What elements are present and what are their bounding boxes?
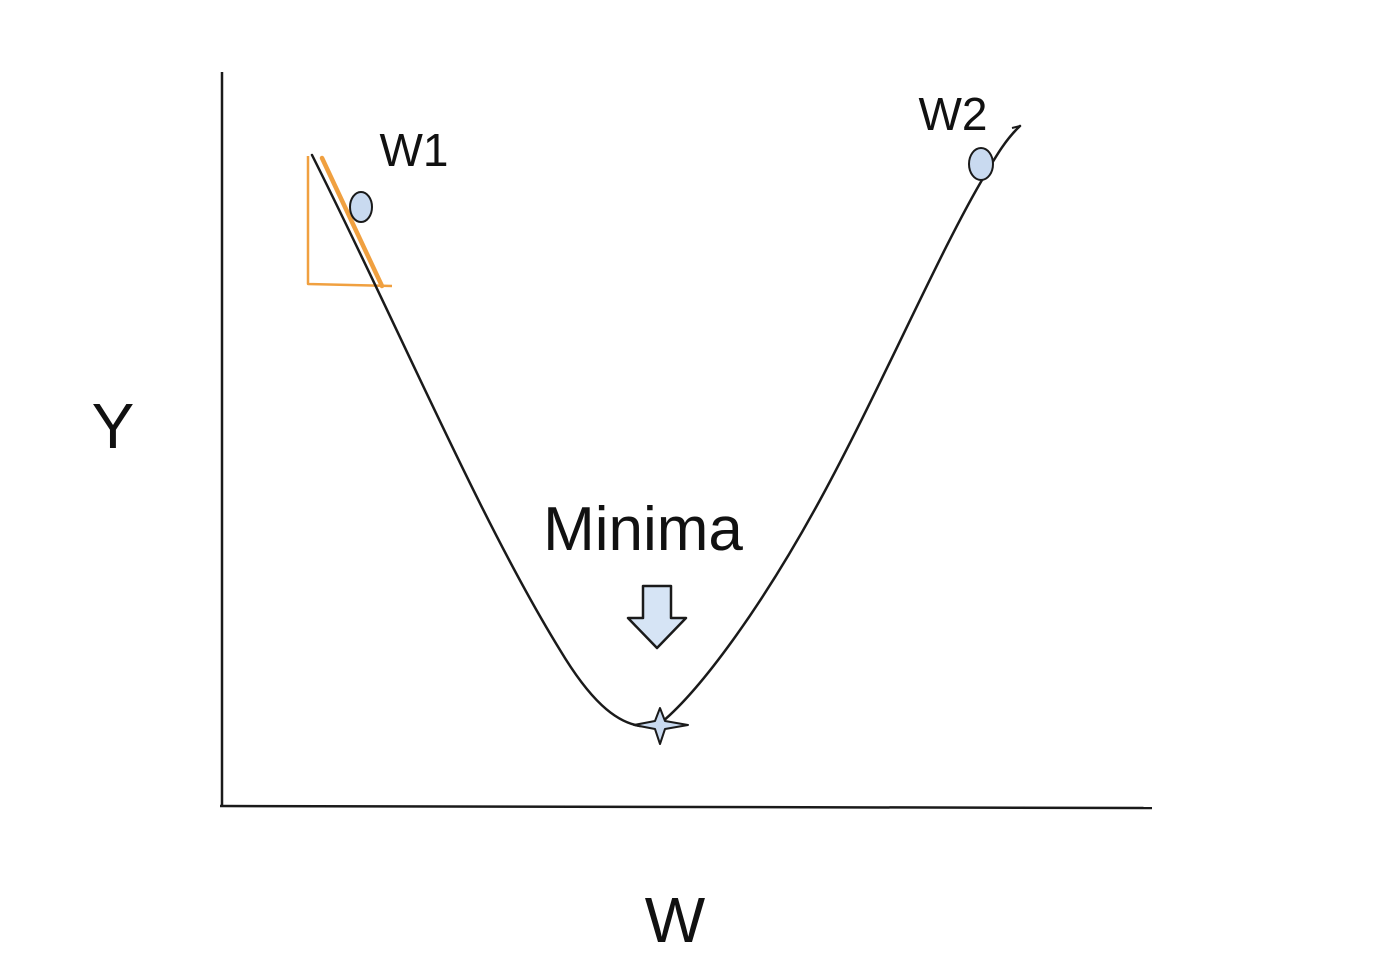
y-axis-label: Y (92, 390, 135, 462)
slope-triangle (306, 156, 393, 288)
curve-end-tick (1011, 125, 1021, 129)
w2-label: W2 (919, 88, 988, 140)
loss-curve (310, 124, 1022, 728)
minima-label: Minima (543, 495, 743, 564)
tangent-line (319, 155, 385, 289)
down-arrow-icon (626, 584, 688, 650)
w1-point-marker (349, 191, 373, 223)
w2-point-marker (968, 147, 994, 181)
x-axis (219, 804, 1153, 810)
minimum-star-icon (633, 707, 689, 745)
x-axis-label: W (645, 884, 706, 956)
w1-label: W1 (380, 124, 449, 176)
